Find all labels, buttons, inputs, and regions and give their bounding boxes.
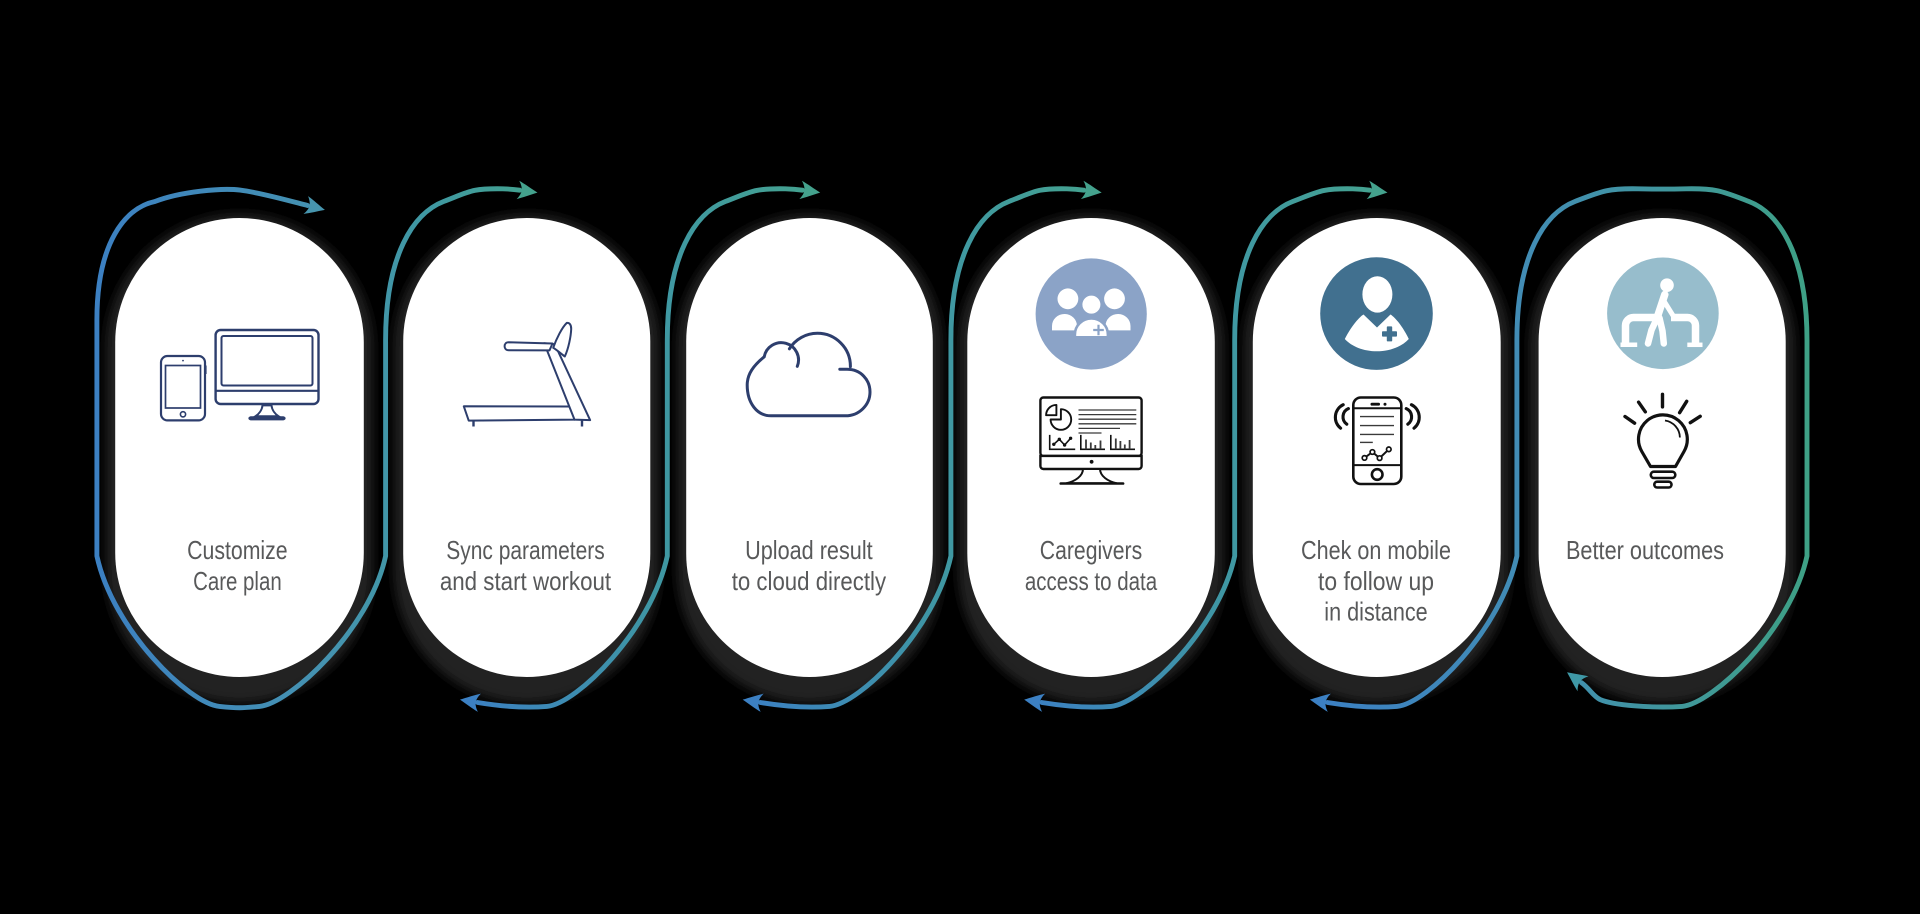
svg-text:access to data: access to data bbox=[1025, 566, 1158, 596]
svg-text:Better outcomes: Better outcomes bbox=[1566, 535, 1724, 565]
svg-text:in distance: in distance bbox=[1324, 597, 1427, 627]
svg-text:Care plan: Care plan bbox=[193, 566, 282, 596]
svg-text:to cloud directly: to cloud directly bbox=[732, 566, 886, 596]
svg-text:to follow up: to follow up bbox=[1318, 566, 1434, 596]
svg-text:Caregivers: Caregivers bbox=[1040, 535, 1142, 565]
svg-text:Upload result: Upload result bbox=[745, 535, 873, 565]
svg-text:Sync parameters: Sync parameters bbox=[446, 535, 605, 565]
svg-text:Chek on mobile: Chek on mobile bbox=[1301, 535, 1451, 565]
svg-text:and start workout: and start workout bbox=[440, 566, 612, 596]
svg-text:Customize: Customize bbox=[187, 535, 288, 565]
